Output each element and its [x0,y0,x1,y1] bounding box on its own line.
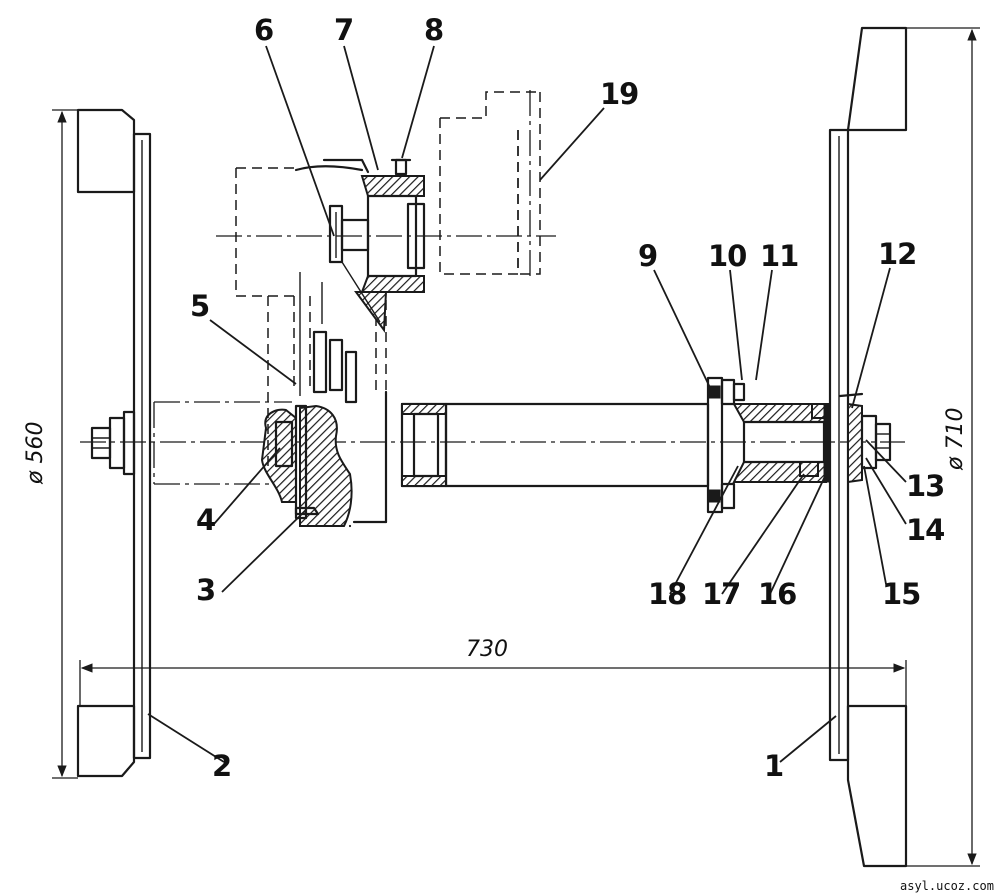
adjuster-bolt [394,158,408,176]
leader-15 [863,465,887,585]
leader-8 [401,45,435,159]
right-wheel-lower-tyre [846,704,908,868]
drive-sprocket-assembly [294,158,426,333]
left-diameter-label: ø 560 [23,422,48,485]
axle-tube-body [444,402,710,488]
leader-5 [209,319,297,385]
axle-tube [400,402,710,488]
label-5: 5 [190,289,209,323]
spacer-washer [823,403,831,483]
leader-1 [779,715,837,763]
label-13: 13 [906,469,944,503]
wheel-hub-plate [847,402,863,484]
label-14: 14 [906,513,944,547]
label-15: 15 [882,577,920,611]
leader-10 [729,269,743,381]
left-axle-nut [90,426,112,460]
leader-2 [147,713,225,763]
leader-lines [147,45,907,763]
label-7: 7 [334,13,353,47]
left-hub-assembly [260,404,353,528]
leader-6 [265,45,335,237]
engine-cover-edge [294,165,364,172]
label-1: 1 [764,749,783,783]
dimension-right-diameter: ø 710 [906,27,980,867]
label-3: 3 [196,573,215,607]
sprocket-plate [294,404,308,520]
label-11: 11 [760,239,798,273]
leader-3 [221,509,307,593]
label-17: 17 [702,577,740,611]
left-wheel-upper-tyre [76,108,136,194]
label-10: 10 [708,239,746,273]
left-axle-stub [153,401,292,485]
clutch-housing-bottom [360,275,425,293]
leader-14 [865,457,907,525]
watermark: asyl.ucoz.com [900,879,994,893]
hub-flange [706,376,724,514]
engine-block [216,90,556,276]
chain-link-a [312,330,328,394]
part-labels: 6 7 8 19 5 4 3 9 10 11 12 13 14 15 16 17… [190,13,945,783]
axle-tube-coupling [400,402,448,488]
clutch-housing-top [360,175,425,197]
label-9: 9 [638,239,657,273]
chain-link-c [344,350,358,404]
right-wheel-upper-tyre [846,26,908,132]
left-hub-bracket [299,404,353,527]
label-6: 6 [254,13,273,47]
tension-wedge [354,291,388,333]
chain-link-b [328,338,344,392]
flange-bolt-bottom [720,482,736,510]
label-19: 19 [600,77,638,111]
leader-11 [755,269,773,381]
dimension-track-width: 730 [79,637,907,706]
chain-guard-outline [235,167,388,524]
leader-17 [721,473,805,595]
leader-16 [769,473,827,595]
flange-bolt-top [720,378,736,406]
right-wheel [828,26,908,868]
leader-19 [539,107,605,181]
bearing-ring [799,461,819,477]
leader-4 [213,447,281,525]
label-4: 4 [196,503,215,537]
right-diameter-label: ø 710 [943,408,968,471]
leader-18 [669,465,739,595]
label-2: 2 [212,749,231,783]
left-wheel-lower-tyre [76,704,136,778]
sprocket-bolt [294,506,320,516]
dimension-left-diameter: ø 560 [23,109,78,779]
label-12: 12 [878,237,916,271]
leader-7 [343,45,379,171]
leader-13 [865,439,907,483]
label-16: 16 [758,577,796,611]
leader-12 [851,267,891,409]
left-wheel [76,108,152,778]
right-hub-assembly [706,376,892,514]
label-18: 18 [648,577,686,611]
track-width-label: 730 [466,637,508,662]
leader-9 [653,269,715,397]
label-8: 8 [424,13,443,47]
left-hub-bearing [274,420,294,468]
